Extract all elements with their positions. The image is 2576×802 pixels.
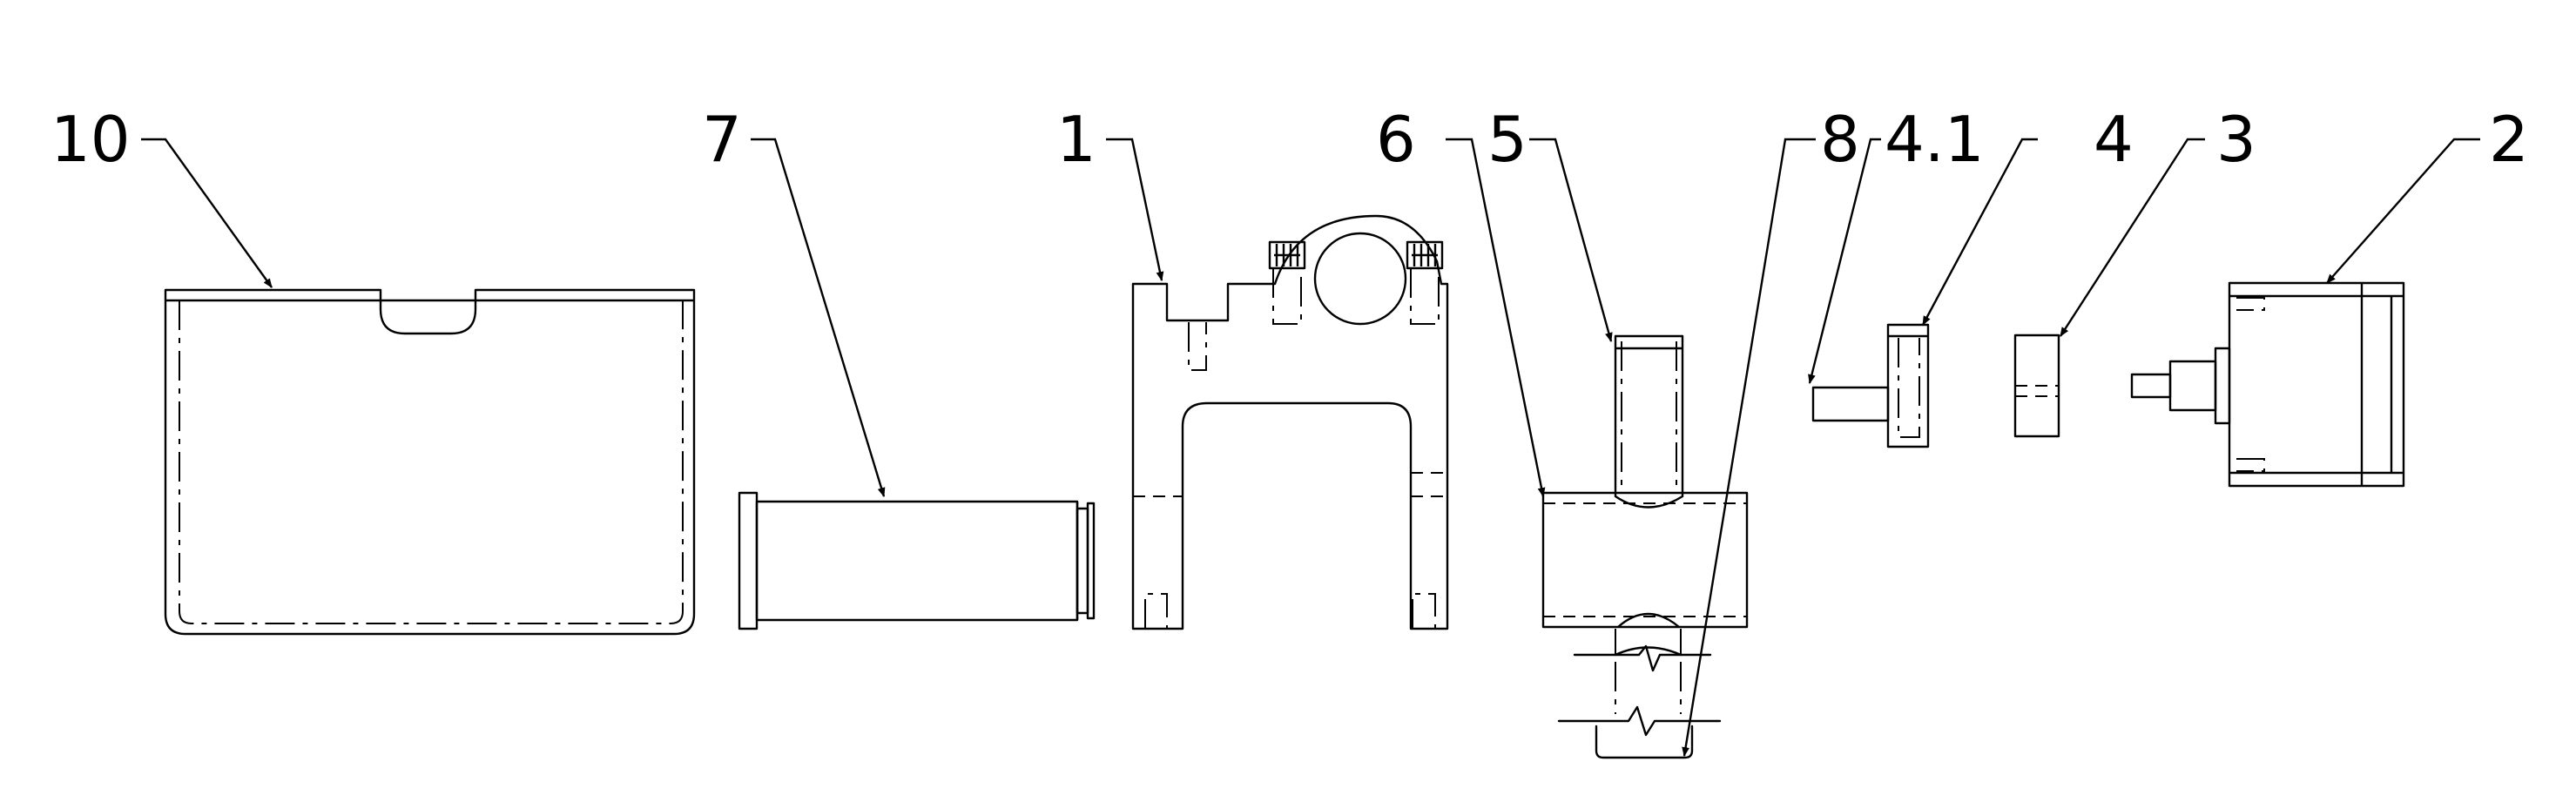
- label-part-4-1: 4.1: [1885, 103, 1985, 176]
- label-part-7: 7: [702, 103, 742, 176]
- part-8-shaft: [1557, 644, 1722, 759]
- part-6-cross-tube: [1541, 491, 1749, 657]
- leader-lines: [141, 138, 2480, 758]
- part-5-tube: [1614, 334, 1684, 509]
- part-2-motor: [2130, 281, 2405, 488]
- label-part-3: 3: [2216, 103, 2256, 176]
- part-3-spacer: [2013, 334, 2060, 438]
- label-part-5: 5: [1487, 103, 1527, 176]
- part-7-pin: [738, 491, 1096, 630]
- label-part-10: 10: [51, 103, 131, 176]
- part-4-1-pin: [1811, 386, 1890, 422]
- label-part-6: 6: [1376, 103, 1416, 176]
- part-4-cap: [1886, 323, 1930, 448]
- part-10-tray: [164, 288, 696, 636]
- label-part-8: 8: [1820, 103, 1860, 176]
- part-1-bracket: [1131, 214, 1449, 630]
- label-part-2: 2: [2489, 103, 2529, 176]
- label-part-1: 1: [1056, 103, 1096, 176]
- label-part-4: 4: [2094, 103, 2134, 176]
